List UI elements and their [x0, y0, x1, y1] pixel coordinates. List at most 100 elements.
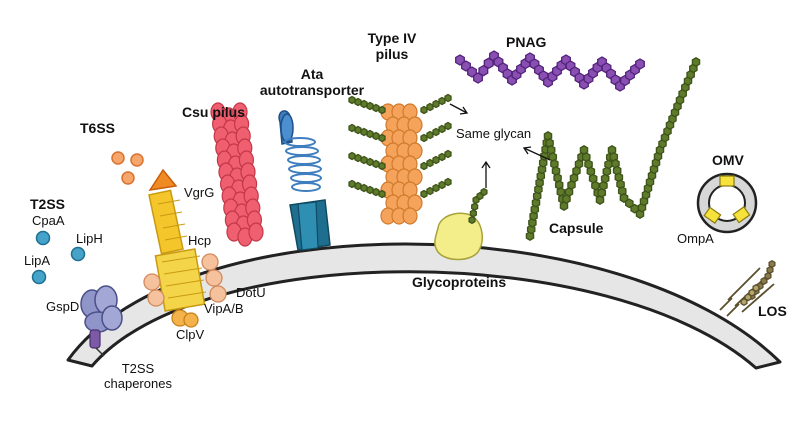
glycoprotein-sugar: [471, 202, 479, 211]
capsule-sugar: [562, 194, 571, 204]
type-iv-pilus: [348, 93, 452, 225]
lipH-protein: [70, 246, 86, 262]
capsule-sugar: [625, 198, 634, 209]
type-iv-pilin: [402, 207, 418, 225]
type-iv-glycan-left: [378, 133, 386, 143]
glycoprotein: [434, 212, 484, 261]
type-iv-glycan-left: [372, 103, 380, 113]
glycan-arrows: [449, 103, 551, 188]
capsule-sugar: [599, 180, 608, 191]
type-iv-glycan-right: [426, 186, 434, 196]
los-sugar: [768, 259, 776, 269]
glycoprotein-sugar: [469, 209, 477, 218]
label-t2ss: T2SS: [30, 196, 66, 212]
label-vgrG: VgrG: [184, 185, 215, 200]
label-csu-pilus: Csu pilus: [182, 104, 246, 120]
type-iv-glycan-left: [366, 101, 374, 111]
los-sugar-chain: [740, 259, 776, 307]
type-iv-glycan-right: [420, 105, 428, 115]
type-iv-glycan-right: [438, 180, 446, 190]
type-iv-glycan-right: [444, 177, 452, 187]
label-dotU: DotU: [236, 285, 266, 300]
pnag-chain: [455, 50, 645, 92]
type-iv-glycan-left: [354, 97, 362, 107]
label-lipH: LipH: [76, 231, 103, 246]
label-type4-line2: pilus: [375, 46, 409, 63]
type-iv-glycan-left: [348, 151, 356, 161]
label-gspD: GspD: [46, 299, 80, 314]
glycoprotein-sugar: [468, 215, 476, 225]
type-iv-glycan-left: [354, 125, 362, 135]
label-ata-autotransporter: Ata autotransporter: [252, 66, 372, 98]
type-iv-glycan-right: [438, 96, 446, 106]
type-iv-glycan-left: [360, 183, 368, 193]
type-iv-glycan-right: [420, 189, 428, 199]
label-t2ss-chaperones: T2SS chaperones: [104, 361, 172, 392]
label-lipA: LipA: [24, 253, 51, 268]
type-iv-glycan-left: [354, 153, 362, 163]
type-iv-glycan-right: [420, 133, 428, 143]
type-iv-glycan-left: [378, 105, 386, 115]
pnag-sugar: [635, 58, 645, 70]
type-iv-glycan-left: [360, 127, 368, 137]
t6ss-apparatus: [143, 168, 227, 328]
label-ata-line1: Ata: [300, 66, 324, 82]
glycoprotein-glycan-chain: [468, 187, 488, 225]
label-type-iv-pilus: Type IV pilus: [352, 30, 432, 62]
capsule-sugar: [564, 187, 574, 197]
type-iv-glycan-left: [372, 159, 380, 169]
capsule-sugar: [619, 193, 629, 203]
capsule-sugar: [572, 166, 581, 176]
type-iv-glycan-left: [348, 179, 356, 189]
capsule-sugar: [595, 195, 605, 205]
outer-membrane: [66, 242, 782, 370]
label-type4-line1: Type IV: [367, 30, 417, 46]
capsule-sugar: [600, 173, 610, 184]
label-clpV: ClpV: [176, 327, 205, 342]
lipA-protein: [31, 269, 47, 285]
csu-pilus-subunit: [248, 222, 264, 242]
label-omv: OMV: [712, 152, 744, 168]
los-sugar: [766, 265, 774, 275]
capsule-chains: [525, 57, 701, 241]
type-iv-glycan-left: [360, 155, 368, 165]
type-iv-glycan-left: [366, 185, 374, 195]
capsule-sugar: [567, 180, 576, 190]
type-iv-glycan-left: [378, 189, 386, 199]
label-pnag: PNAG: [506, 34, 547, 50]
type-iv-glycan-right: [432, 99, 440, 109]
capsule-sugar: [691, 57, 701, 67]
label-t6ss: T6SS: [80, 120, 116, 136]
type-iv-glycan-right: [444, 121, 452, 131]
label-cpaA: CpaA: [32, 213, 65, 228]
type-iv-glycan-right: [426, 102, 434, 112]
label-ata-line2: autotransporter: [259, 82, 365, 99]
gspD-secretin: [80, 285, 123, 357]
type-iv-glycan-left: [378, 161, 386, 171]
type-iv-glycan-left: [354, 181, 362, 191]
type-iv-glycan-right: [426, 130, 434, 140]
capsule-sugar: [559, 201, 569, 211]
type-iv-glycan-left: [372, 131, 380, 141]
capsule-sugar: [569, 173, 579, 183]
ata-autotransporter: [278, 110, 331, 251]
type-iv-glycan-right: [444, 149, 452, 159]
label-ompA: OmpA: [677, 231, 714, 246]
capsule-sugar: [597, 187, 607, 198]
type-iv-glycan-right: [438, 124, 446, 134]
label-same-glycan: Same glycan: [456, 126, 532, 141]
capsule-sugar: [574, 159, 584, 169]
t6ss-effector: [130, 153, 144, 167]
label-glycoproteins: Glycoproteins: [412, 274, 507, 290]
type-iv-glycan-right: [420, 161, 428, 171]
label-hcp: Hcp: [188, 233, 212, 248]
label-t2ss-chaperones-line2: chaperones: [104, 375, 172, 391]
type-iv-glycan-right: [432, 155, 440, 165]
type-iv-glycan-left: [360, 99, 368, 109]
label-vipAB: VipA/B: [204, 301, 244, 316]
capsule-sugar: [602, 166, 612, 177]
type-iv-glycan-left: [348, 123, 356, 133]
type-iv-glycan-left: [366, 157, 374, 167]
